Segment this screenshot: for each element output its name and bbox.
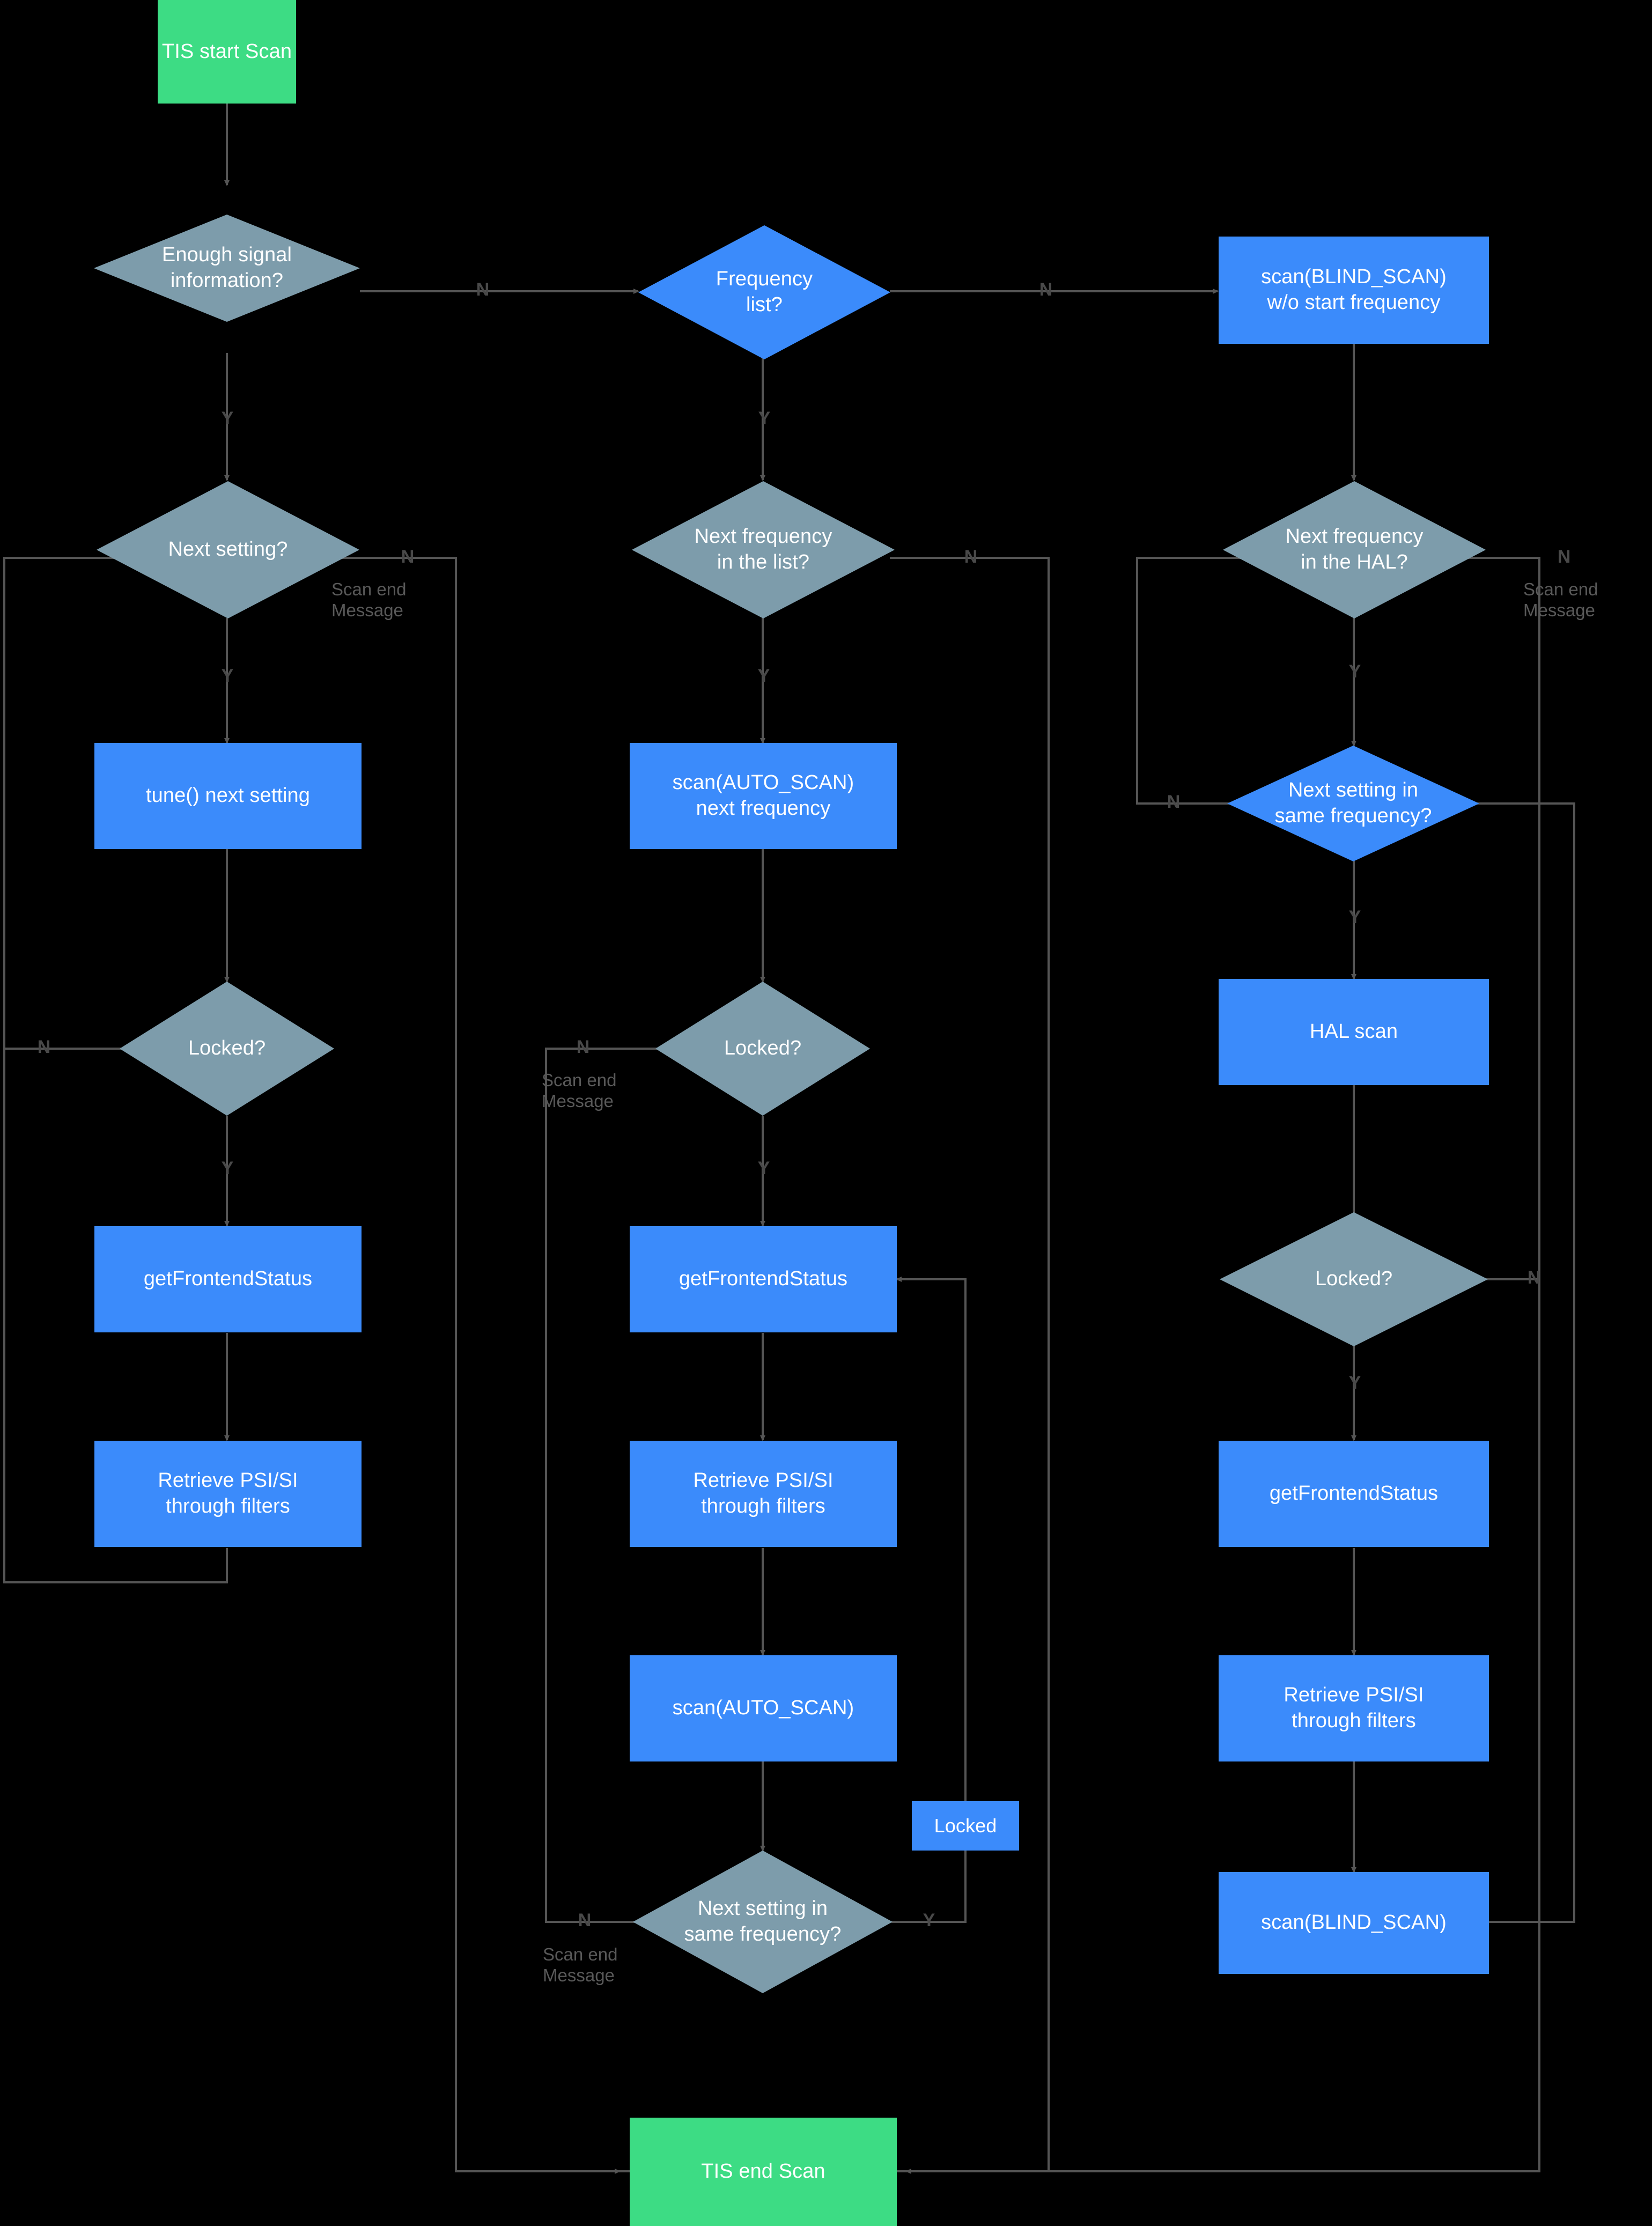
diamond-shape [1227,746,1479,861]
edge-label-locked-left-y: Y [221,1158,234,1178]
edge-note-next-freq-hal: Scan end Message [1523,579,1598,620]
node-next-setting[interactable]: Next setting? [97,481,359,618]
node-label: getFrontendStatus [143,1267,313,1291]
diamond-shape [632,481,895,618]
node-locked-tag[interactable]: Locked [912,1801,1019,1851]
node-label: Locked [934,1815,997,1837]
node-label: scan(AUTO_SCAN) next frequency [672,771,854,820]
node-enough-signal-information[interactable]: Enough signal information? [94,215,360,322]
edge-blind-scan-right-loopback [1418,801,1575,1923]
edge-same-freq-hal-n-loopback [1136,555,1282,805]
node-label: TIS end Scan [701,2160,825,2183]
edge-label-locked-right-y: Y [1348,1373,1361,1393]
edge-locked-tag-to-status-mid [896,1277,967,1770]
edge-label-locked-mid-y: Y [757,1158,770,1178]
node-label: scan(BLIND_SCAN) w/o start frequency [1261,266,1447,314]
node-scan-blind-scan-wo-start-frequency[interactable]: scan(BLIND_SCAN) w/o start frequency [1219,237,1489,344]
edge-label-enough-signal-n: N [476,279,490,300]
node-label: Next setting in same frequency? [684,1897,842,1945]
node-label: scan(BLIND_SCAN) [1261,1911,1447,1934]
node-label: Next frequency in the list? [694,525,832,573]
edge-label-next-setting-y: Y [221,666,234,686]
diamond-shape [120,982,334,1116]
node-locked-left[interactable]: Locked? [120,982,334,1116]
edge-next-setting-n-to-end [305,557,621,2174]
edge-label-locked-mid-n: N [576,1037,590,1057]
edge-note-locked-mid: Scan end Message [542,1070,617,1111]
node-label: Locked? [724,1037,802,1060]
edge-label-locked-left-n: N [37,1037,51,1057]
diamond-shape [655,982,870,1116]
edge-note-next-setting: Scan end Message [331,579,407,620]
node-retrieve-psi-si-left[interactable]: Retrieve PSI/SI through filters [94,1441,362,1547]
diamond-shape [97,481,359,618]
node-locked-middle[interactable]: Locked? [655,982,870,1116]
node-get-frontend-status-middle[interactable]: getFrontendStatus [630,1226,897,1332]
node-label: scan(AUTO_SCAN) [672,1697,854,1720]
edge-label-next-freq-list-y: Y [757,666,770,686]
edge-label-next-setting-n: N [401,547,415,567]
edge-label-next-freq-list-n: N [964,547,978,567]
node-label: getFrontendStatus [1269,1482,1439,1505]
node-next-setting-in-same-frequency-middle[interactable]: Next setting in same frequency? [633,1851,893,1993]
node-scan-auto-scan-next-frequency[interactable]: scan(AUTO_SCAN) next frequency [630,743,897,849]
node-tune-next-setting[interactable]: tune() next setting [94,743,362,849]
node-label: Next setting? [168,538,288,561]
node-label: Next frequency in the HAL? [1285,525,1424,573]
edge-label-enough-signal-y: Y [221,408,234,429]
node-next-setting-in-same-frequency-hal[interactable]: Next setting in same frequency? [1227,746,1479,861]
diamond-shape [94,215,360,322]
edge-label-next-freq-hal-n: N [1557,547,1571,567]
node-get-frontend-status-left[interactable]: getFrontendStatus [94,1226,362,1332]
edge-note-mid-same-freq: Scan end Message [543,1944,618,1985]
node-label: Retrieve PSI/SI through filters [158,1469,298,1517]
node-locked-right[interactable]: Locked? [1220,1212,1488,1346]
node-hal-scan[interactable]: HAL scan [1219,979,1489,1085]
node-label: Locked? [1315,1267,1393,1291]
node-label: Frequency list? [716,268,813,316]
node-frequency-list[interactable]: Frequency list? [638,225,890,359]
node-label: tune() next setting [145,784,311,807]
diamond-shape [1223,481,1486,618]
node-scan-blind-scan-right[interactable]: scan(BLIND_SCAN) [1219,1872,1489,1974]
node-retrieve-psi-si-right[interactable]: Retrieve PSI/SI through filters [1219,1655,1489,1761]
node-tis-start-scan[interactable]: TIS start Scan [158,0,296,104]
edge-label-freq-list-y: Y [758,408,771,429]
node-label: Next setting in same frequency? [1274,779,1432,827]
edge-retrieve-left-loopback [3,555,228,1583]
diamond-shape [1220,1212,1488,1346]
edge-label-freq-list-n: N [1039,279,1053,300]
edge-label-mid-same-freq-n: N [578,1910,592,1930]
edge-label-locked-right-n: N [1527,1267,1541,1288]
edge-label-next-freq-hal-y: Y [1348,661,1361,682]
edge-label-hal-same-freq-n: N [1167,792,1181,812]
edge-label-hal-same-freq-y: Y [1348,907,1361,927]
node-next-frequency-in-the-list[interactable]: Next frequency in the list? [632,481,895,618]
diamond-shape [633,1851,893,1993]
edge-label-mid-same-freq-y: Y [923,1910,935,1930]
node-label: Locked? [188,1037,266,1060]
node-tis-end-scan[interactable]: TIS end Scan [630,2118,897,2226]
edge-next-freq-hal-n-rail [1429,557,1540,1279]
node-retrieve-psi-si-middle[interactable]: Retrieve PSI/SI through filters [630,1441,897,1547]
node-label: HAL scan [1309,1020,1398,1043]
node-label: Retrieve PSI/SI through filters [693,1469,834,1517]
node-next-frequency-in-the-hal[interactable]: Next frequency in the HAL? [1223,481,1486,618]
node-label: Retrieve PSI/SI through filters [1284,1684,1424,1732]
node-label: TIS start Scan [161,40,292,63]
node-label: Enough signal information? [161,244,292,292]
node-label: getFrontendStatus [678,1267,848,1291]
node-get-frontend-status-right[interactable]: getFrontendStatus [1219,1441,1489,1547]
node-scan-auto-scan[interactable]: scan(AUTO_SCAN) [630,1655,897,1761]
diamond-shape [638,225,890,359]
